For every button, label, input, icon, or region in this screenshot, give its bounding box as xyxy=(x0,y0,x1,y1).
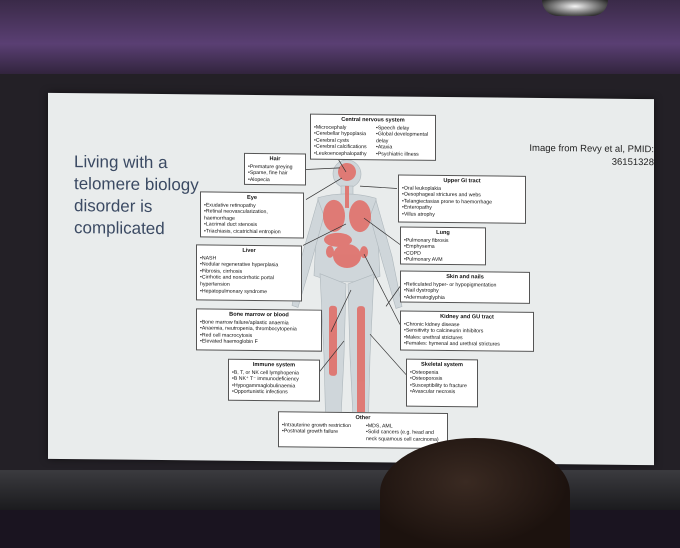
panel-title: Immune system xyxy=(252,361,296,369)
list-item: Triachiasis, cicatrichial entropion xyxy=(204,228,300,236)
list-item: Solid cancers (e.g. head and neck squamo… xyxy=(366,429,444,443)
left-lung xyxy=(323,199,345,232)
list-item: Psychiatric illness xyxy=(376,151,432,158)
liver xyxy=(324,232,352,247)
panel-liver: Liver NASH Nodular regenerative hyperpla… xyxy=(196,244,302,302)
list-item: Villus atrophy xyxy=(402,212,522,220)
panel-title: Kidney and GU tract xyxy=(440,313,494,321)
panel-title: Skin and nails xyxy=(446,273,484,281)
panel-bone-marrow-blood: Bone marrow or blood Bone marrow failure… xyxy=(196,308,322,352)
panel-hair: Hair Premature greying Sparse, fine hair… xyxy=(244,152,306,186)
panel-skin-and-nails: Skin and nails Reticulated hyper- or hyp… xyxy=(400,270,530,304)
panel-title: Skeletal system xyxy=(421,361,463,369)
right-lung xyxy=(349,200,371,233)
right-leg-bone xyxy=(357,306,365,427)
panel-title: Upper GI tract xyxy=(443,177,481,185)
list-item: Leukoencephalopathy xyxy=(314,151,370,158)
panel-lung: Lung Pulmonary fibrosis Emphysema COPD P… xyxy=(400,226,486,266)
panel-skeletal-system: Skeletal system Osteopenia Osteoporosis … xyxy=(406,358,478,408)
panel-title: Central nervous system xyxy=(341,116,405,124)
list-item: Adermatoglyphia xyxy=(404,294,526,302)
panel-kidney-gu-tract: Kidney and GU tract Chronic kidney disea… xyxy=(400,310,534,352)
panel-title: Liver xyxy=(242,247,256,255)
intestines xyxy=(333,243,361,268)
stage-floor xyxy=(0,470,680,510)
human-body-illustration xyxy=(291,159,403,439)
panel-upper-gi-tract: Upper GI tract Oral leukoplakia Oesophag… xyxy=(398,174,526,224)
right-kidney xyxy=(360,246,368,259)
list-item: Females: hymenal and urethral strictures xyxy=(404,341,530,349)
list-item: Hepatopulmonary syndrome xyxy=(200,288,298,296)
list-item: Postnatal growth failure xyxy=(282,428,360,435)
list-item: Alopecia xyxy=(248,177,302,184)
panel-immune-system: Immune system B, T, or NK cell lymphopen… xyxy=(228,358,320,402)
panel-eye: Eye Exudative retinopathy Retinal neovas… xyxy=(200,191,304,239)
list-item: Elevated haemoglobin F xyxy=(200,339,318,347)
panel-title: Eye xyxy=(247,194,257,202)
list-item: Global developmental delay xyxy=(376,131,432,145)
list-item: Pulmonary AVM xyxy=(404,257,482,264)
panel-central-nervous-system: Central nervous system Microcephaly Cere… xyxy=(310,113,436,161)
left-kidney xyxy=(326,245,334,258)
panel-title: Bone marrow or blood xyxy=(229,311,289,319)
list-item: Retinal neovascularization, haemorrhage xyxy=(204,209,300,223)
list-item: Cirrhotic and noncirrhotic portal hypert… xyxy=(200,275,298,289)
brain xyxy=(338,162,356,181)
list-item: Avascular necrosis xyxy=(410,389,474,396)
oesophagus xyxy=(345,185,349,208)
audience-head-silhouette xyxy=(380,438,570,548)
panel-title: Hair xyxy=(269,156,281,163)
leader-lines xyxy=(302,158,407,375)
panel-other: Other Intrauterine growth restriction Po… xyxy=(278,411,448,450)
panel-title: Lung xyxy=(436,229,450,237)
ceiling-light xyxy=(542,0,608,16)
projected-slide: Living with a telomere biology disorder … xyxy=(48,92,654,466)
list-item: Opportunistic infections xyxy=(232,389,316,396)
